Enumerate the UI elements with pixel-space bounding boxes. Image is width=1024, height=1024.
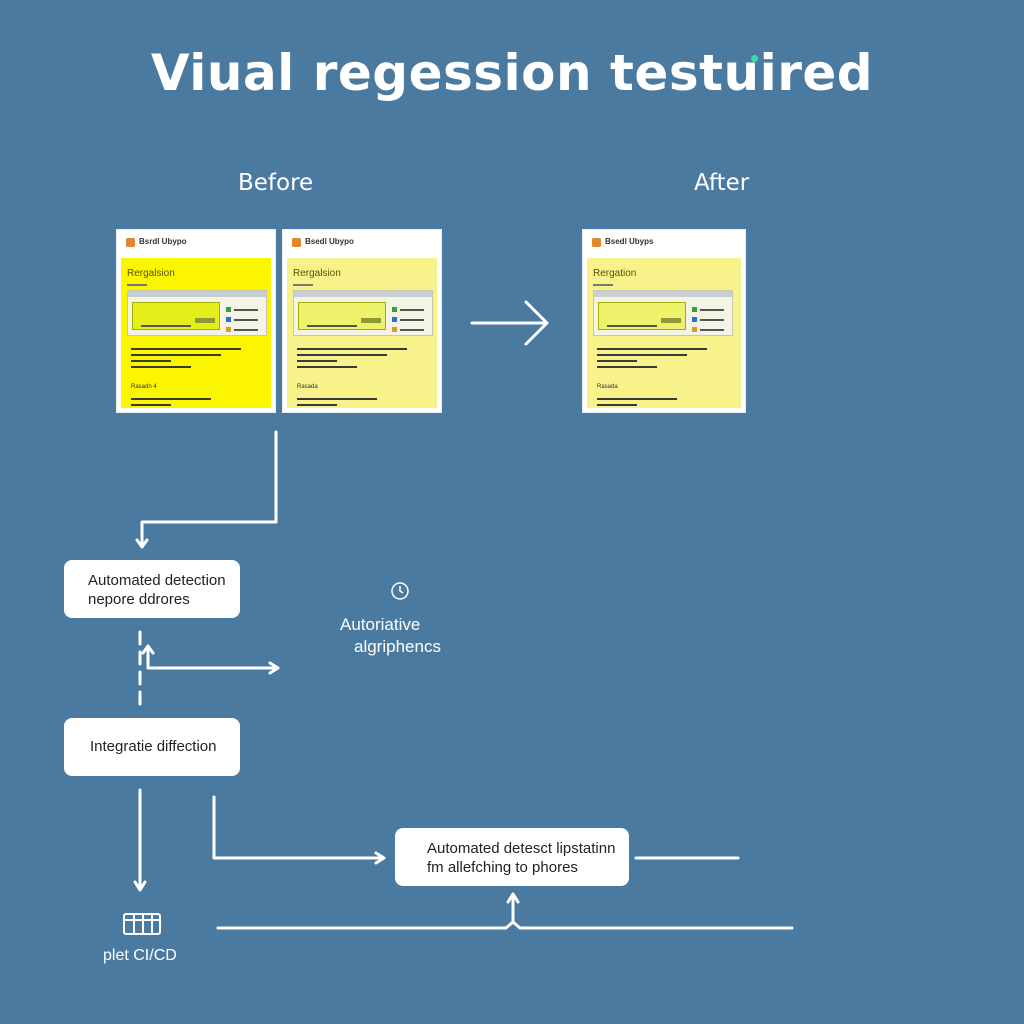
thumbnail-brand: Bsedl Ubypo	[305, 237, 354, 246]
floating-line-2: algriphencs	[354, 637, 441, 656]
title-accent-dot	[751, 55, 758, 62]
thumbnail-caption: Rasada	[597, 384, 618, 390]
detect-line-1: Automated detesct lipstatinn	[427, 840, 616, 857]
floating-line-1: Autoriative	[340, 615, 421, 634]
automated-detection-box[interactable]: Automated detection nepore ddrores	[64, 560, 240, 618]
page-title: Viual regession testuired	[150, 44, 874, 102]
detect-line-2: fm allefching to phores	[427, 859, 578, 876]
thumbnail-caption: Rasadn 4	[131, 384, 157, 390]
before-to-after-arrowhead	[524, 300, 549, 346]
detection-line-1: Automated detection	[88, 572, 226, 589]
shield-logo-icon	[126, 238, 135, 247]
detection-line-2: nepore ddrores	[88, 591, 190, 608]
autoriative-algriphencs-text: Autoriative algriphencs	[340, 614, 470, 658]
thumbnail-heading: Rergalsion	[127, 268, 175, 279]
before-screenshot-1[interactable]: Bsrdl Ubypo Rergalsion Rasadn 4	[116, 229, 276, 413]
thumbnail-heading: Rergation	[593, 268, 637, 279]
thumbnail-heading: Rergalsion	[293, 268, 341, 279]
thumbnail-brand: Bsedl Ubyps	[605, 237, 654, 246]
thumbnail-caption: Rasada	[297, 384, 318, 390]
shield-logo-icon	[592, 238, 601, 247]
integrate-diffection-box[interactable]: Integratie diffection	[64, 718, 240, 776]
after-screenshot[interactable]: Bsedl Ubyps Rergation Rasada	[582, 229, 746, 413]
after-label: After	[694, 170, 750, 196]
shield-logo-icon	[292, 238, 301, 247]
cicd-label: plet CI/CD	[103, 947, 177, 964]
integrate-line-1: Integratie diffection	[90, 738, 217, 755]
clock-icon	[391, 582, 409, 600]
before-screenshot-2[interactable]: Bsedl Ubypo Rergalsion Rasada	[282, 229, 442, 413]
before-label: Before	[238, 170, 314, 196]
thumbnail-brand: Bsrdl Ubypo	[139, 237, 187, 246]
automated-detect-box[interactable]: Automated detesct lipstatinn fm allefchi…	[395, 828, 629, 886]
package-icon	[123, 913, 161, 935]
